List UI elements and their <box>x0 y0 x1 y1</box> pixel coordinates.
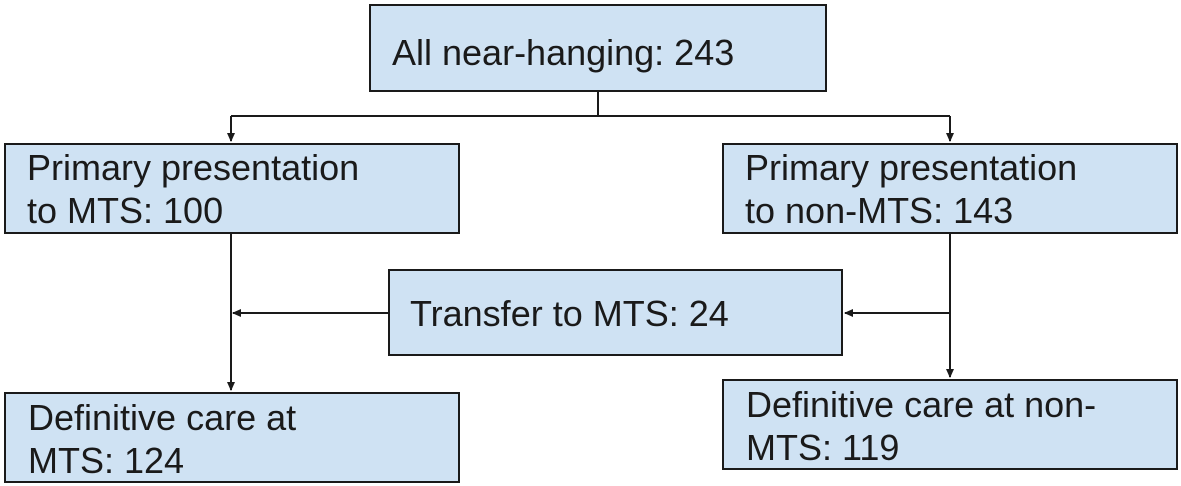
node-definitive-care-non-mts: Definitive care at non- MTS: 119 <box>722 379 1178 470</box>
node-label-line2: to non-MTS: 143 <box>745 190 1014 231</box>
node-primary-presentation-non-mts: Primary presentation to non-MTS: 143 <box>722 143 1178 234</box>
node-definitive-care-mts: Definitive care at MTS: 124 <box>4 392 460 483</box>
node-all-near-hanging: All near-hanging: 243 <box>369 4 827 92</box>
node-label: Transfer to MTS: 24 <box>410 293 729 334</box>
node-label-line1: Definitive care at non- <box>746 384 1097 425</box>
node-transfer-to-mts: Transfer to MTS: 24 <box>388 269 843 356</box>
node-label: All near-hanging: 243 <box>392 32 735 73</box>
node-label-line2: to MTS: 100 <box>27 190 224 231</box>
node-label-line1: Primary presentation <box>745 147 1078 188</box>
node-label-line2: MTS: 119 <box>746 427 900 468</box>
node-label-line2: MTS: 124 <box>28 440 185 481</box>
node-label-line1: Definitive care at <box>28 397 297 438</box>
node-label-line1: Primary presentation <box>27 147 360 188</box>
node-primary-presentation-mts: Primary presentation to MTS: 100 <box>4 143 460 234</box>
